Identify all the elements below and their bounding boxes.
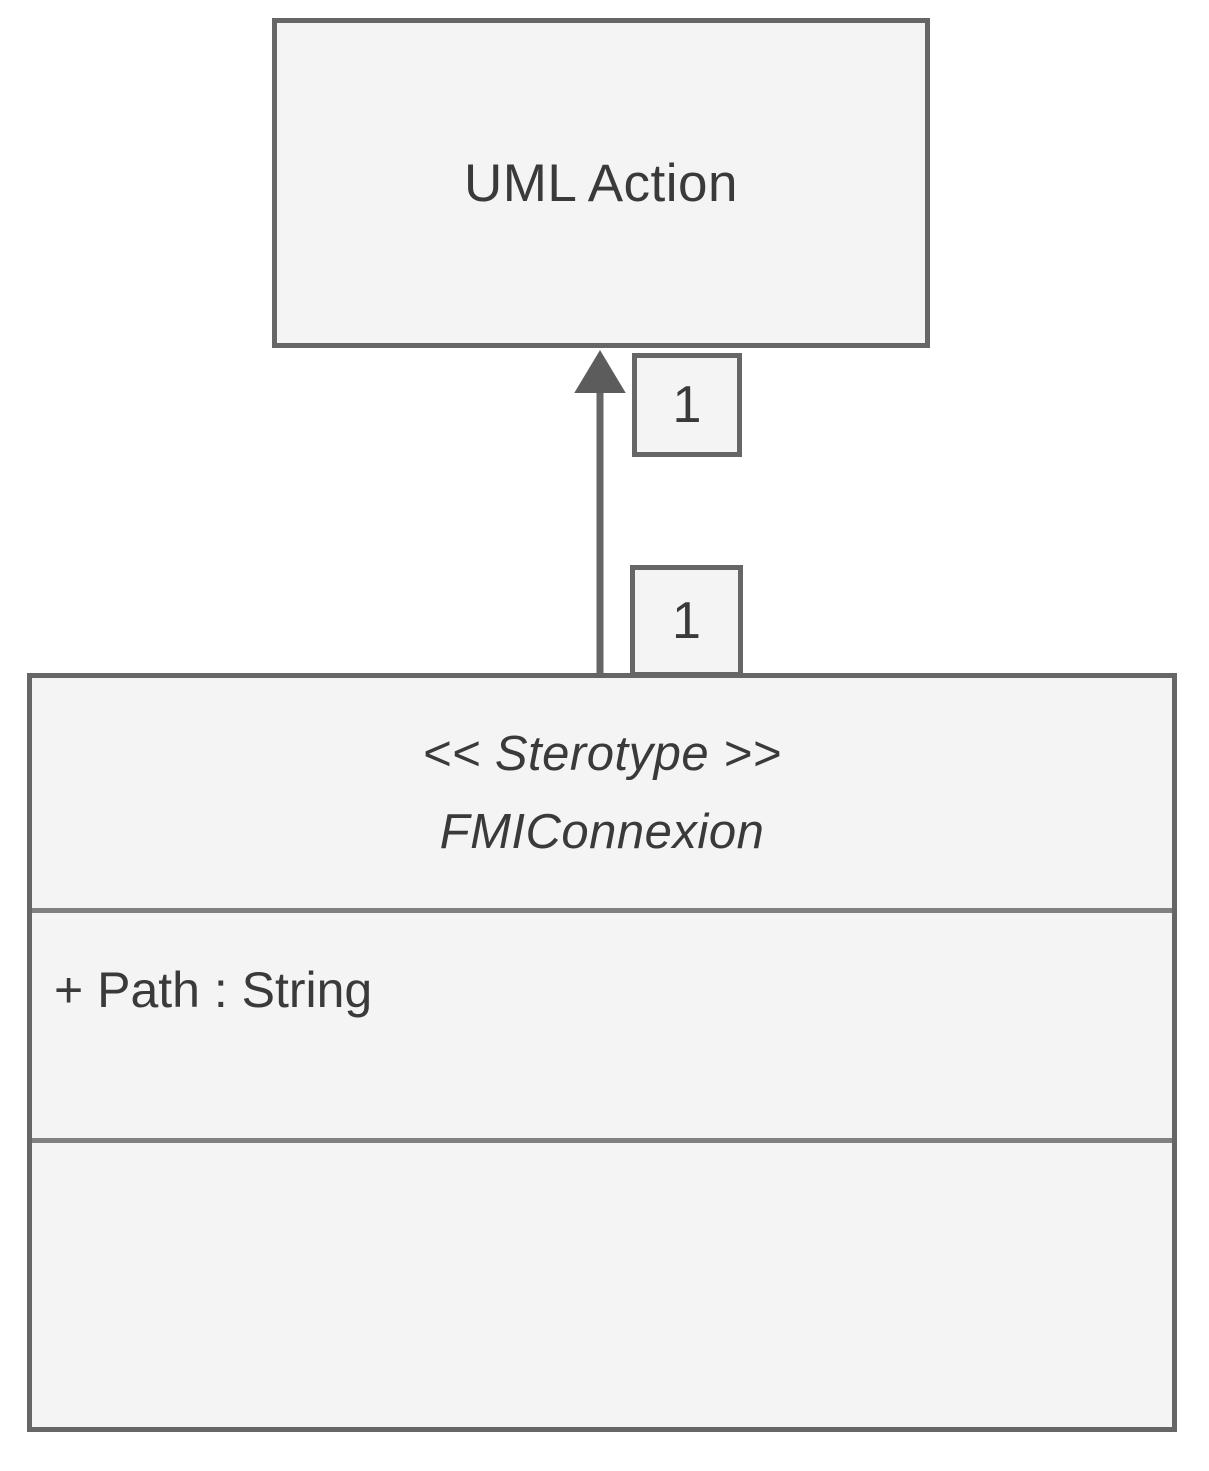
generalization-connector[interactable] xyxy=(560,340,670,685)
class-header-compartment: << Sterotype >> FMIConnexion xyxy=(32,678,1172,908)
multiplicity-target-label: 1 xyxy=(672,376,702,434)
multiplicity-source[interactable]: 1 xyxy=(630,565,743,677)
class-name-uml-action: UML Action xyxy=(463,153,739,213)
multiplicity-target[interactable]: 1 xyxy=(632,353,742,457)
class-box-uml-action[interactable]: UML Action xyxy=(272,18,930,348)
hollow-triangle-arrow-icon xyxy=(574,350,626,393)
class-attributes-compartment: + Path : String xyxy=(32,908,1172,1138)
attribute-row: + Path : String xyxy=(54,962,373,1018)
class-box-fmi-connexion[interactable]: << Sterotype >> FMIConnexion + Path : St… xyxy=(27,673,1177,1432)
stereotype-label: << Sterotype >> xyxy=(422,727,782,781)
multiplicity-source-label: 1 xyxy=(672,592,701,650)
class-name-fmi-connexion: FMIConnexion xyxy=(439,805,765,859)
class-operations-compartment xyxy=(32,1138,1172,1427)
